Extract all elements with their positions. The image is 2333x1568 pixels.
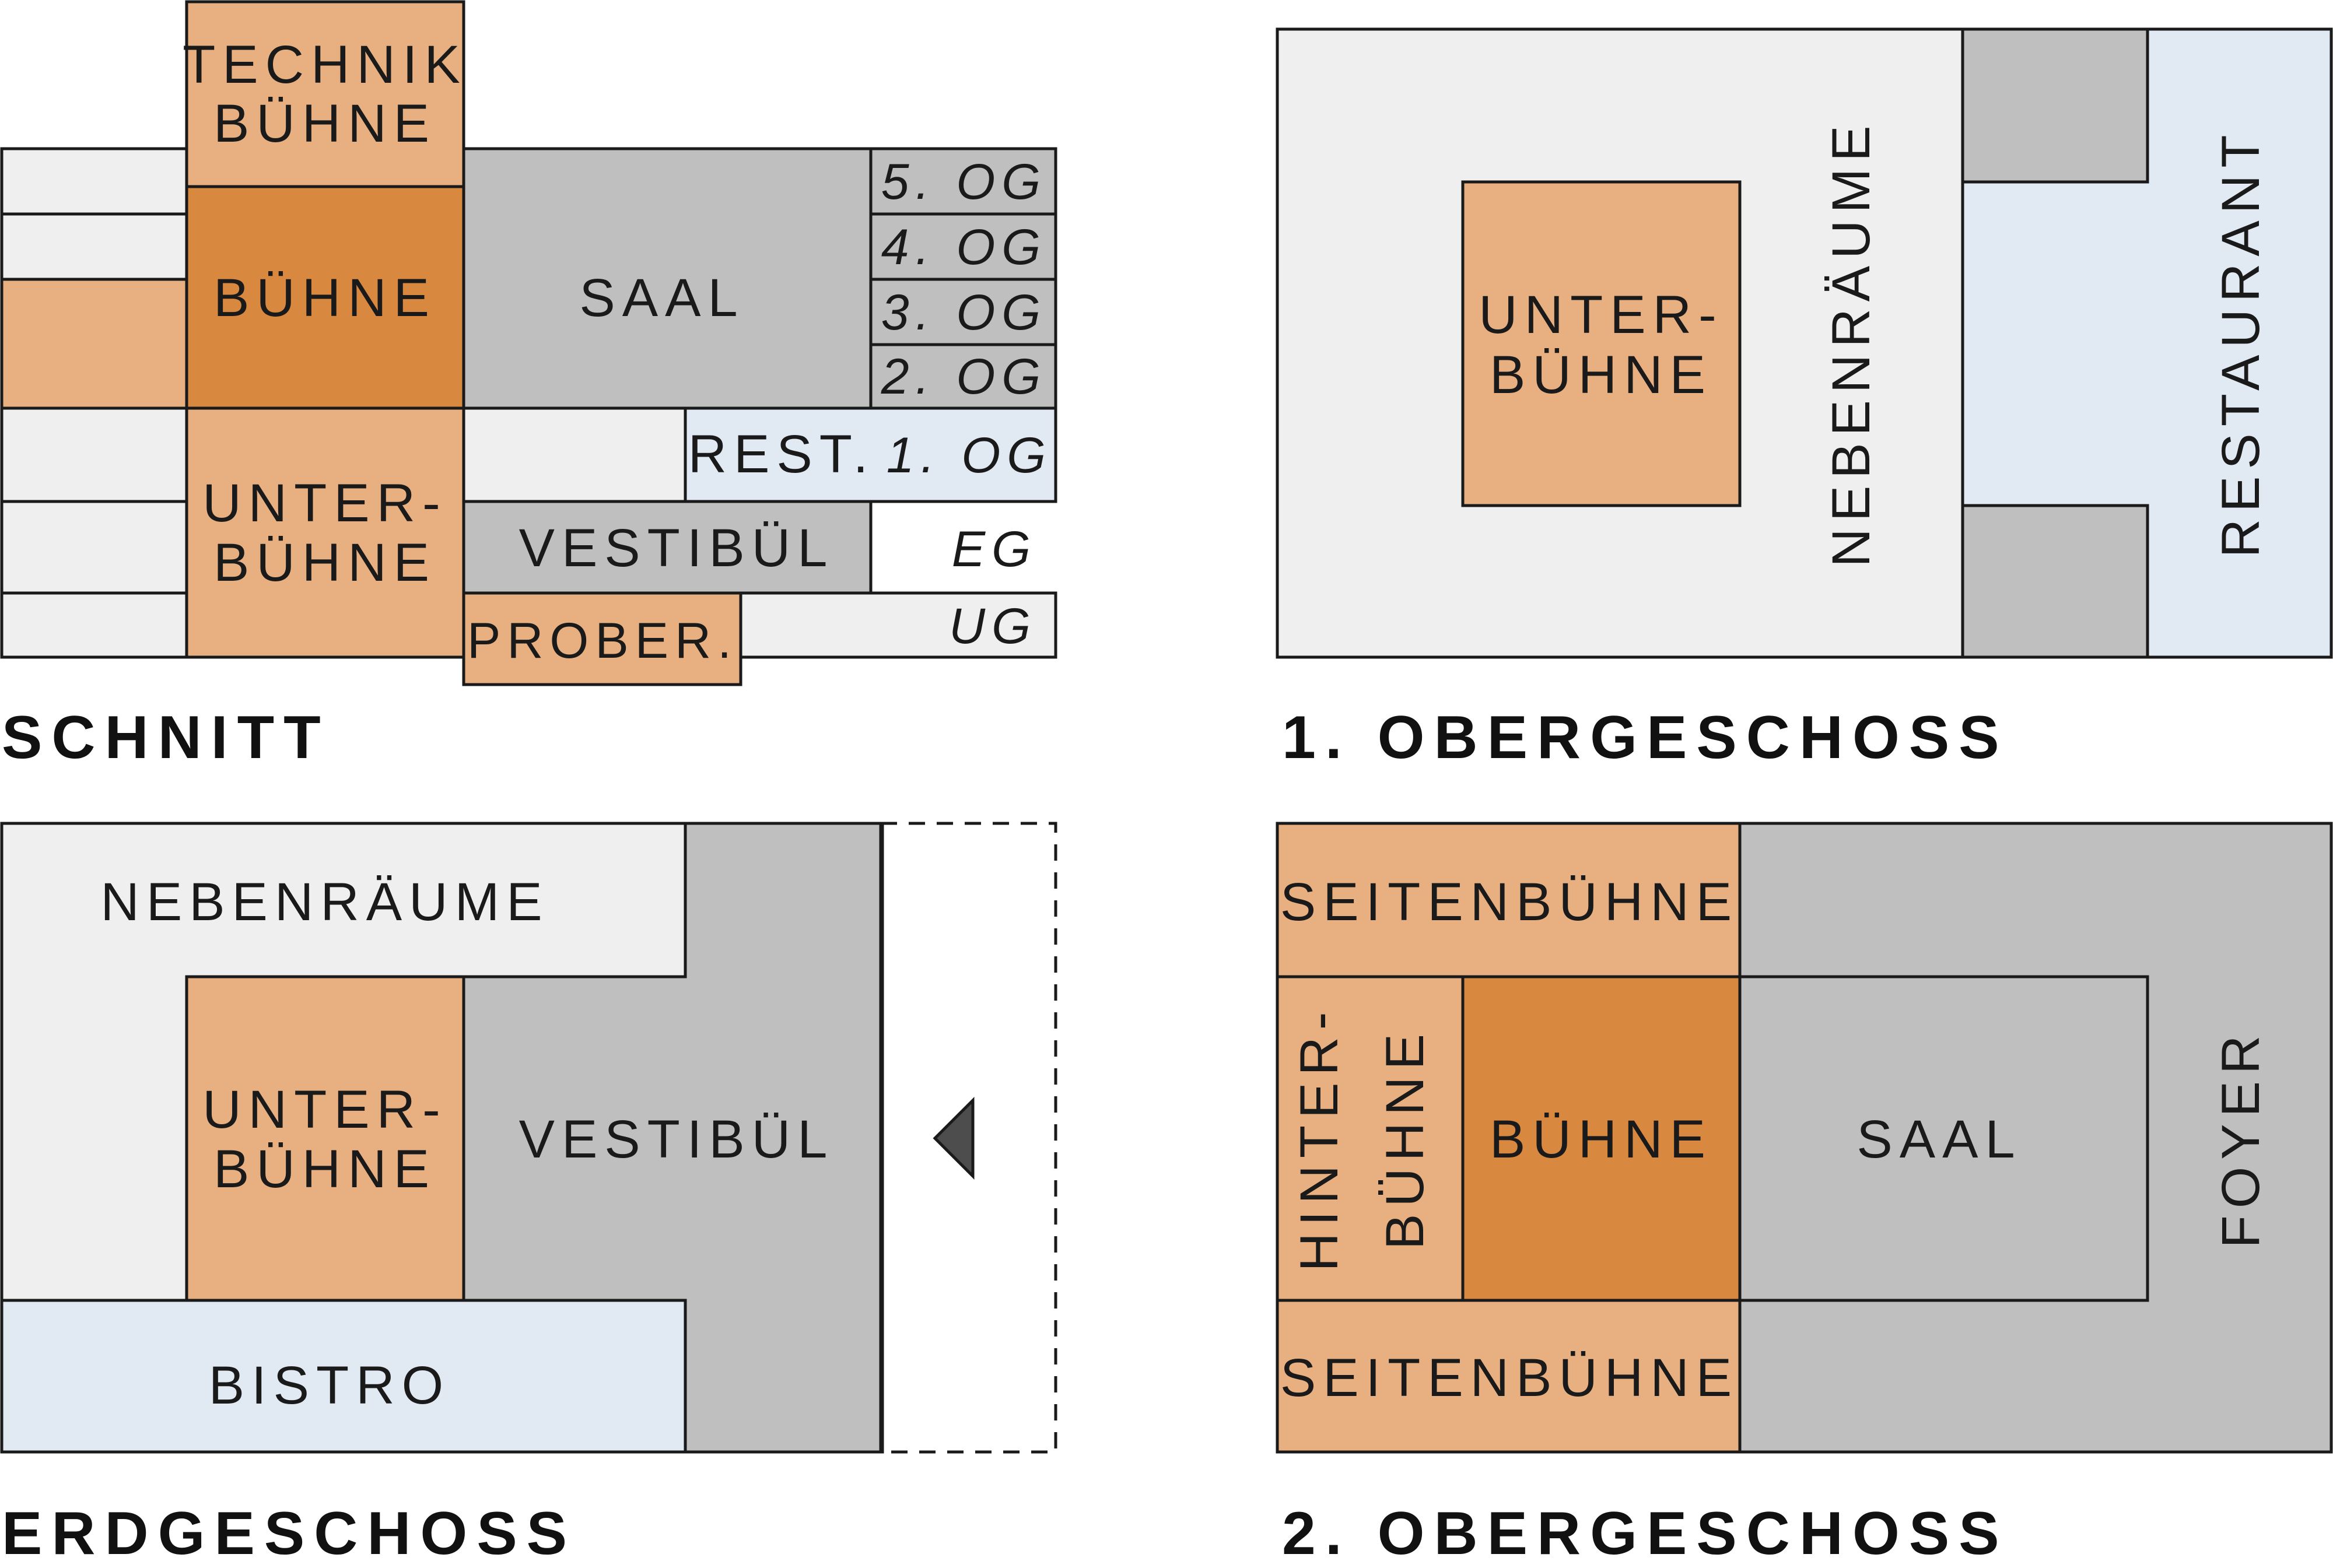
side-room-1 bbox=[0, 147, 188, 216]
eg-unterbuehne-label-1: UNTER- bbox=[202, 1080, 447, 1139]
og2-saal-label: SAAL bbox=[1856, 1110, 2022, 1169]
technik-label-2: BÜHNE bbox=[213, 94, 436, 153]
side-room-3 bbox=[0, 406, 188, 503]
og2-labels: SEITENBÜHNE HINTER- BÜHNE BÜHNE SAAL FOY… bbox=[1280, 872, 2271, 1408]
eg-unterbuehne-label-2: BÜHNE bbox=[213, 1139, 436, 1199]
technik-buehne-block bbox=[185, 0, 465, 188]
side-room-4 bbox=[0, 500, 188, 595]
og2-panel bbox=[1276, 822, 2333, 1454]
saal-block bbox=[462, 147, 873, 410]
vestibuel-label: VESTIBÜL bbox=[519, 518, 835, 578]
saal-label: SAAL bbox=[579, 268, 744, 328]
schnitt-labels: TECHNIK BÜHNE BÜHNE SAAL UNTER- BÜHNE RE… bbox=[183, 35, 1052, 669]
og1-gray-top bbox=[1961, 27, 2149, 184]
floor-1og-left bbox=[462, 406, 687, 503]
eg-entrance-outline bbox=[881, 822, 1057, 1454]
eg-bistro-label: BISTRO bbox=[209, 1356, 450, 1415]
floor-label-5og: 5. OG bbox=[881, 154, 1047, 210]
og2-seitenbuehne-top-label: SEITENBÜHNE bbox=[1280, 872, 1739, 932]
side-room-orange bbox=[0, 278, 188, 410]
floor-label-2og: 2. OG bbox=[881, 349, 1047, 405]
og2-buehne-label: BÜHNE bbox=[1490, 1110, 1712, 1169]
floor-label-1og: 1. OG bbox=[887, 427, 1052, 483]
unterbuehne-block bbox=[185, 406, 465, 659]
og2-seitenbuehne-bottom-label: SEITENBÜHNE bbox=[1280, 1348, 1739, 1408]
og2-saal-block bbox=[1738, 975, 2149, 1302]
floor-label-ug: UG bbox=[949, 598, 1037, 654]
vestibuel-block bbox=[462, 500, 873, 595]
eg-panel bbox=[0, 822, 1057, 1454]
unterbuehne-label-1: UNTER- bbox=[202, 473, 447, 533]
og1-gray-bottom bbox=[1961, 504, 2149, 659]
side-room-5 bbox=[0, 591, 188, 659]
og2-seitenbuehne-bottom-block bbox=[1276, 1299, 1742, 1454]
eg-nebenraeume-label: NEBENRÄUME bbox=[100, 872, 549, 932]
og2-buehne-block bbox=[1461, 975, 1742, 1302]
schnitt-panel bbox=[0, 0, 1057, 686]
og2-title: 2. OBERGESCHOSS bbox=[1282, 1500, 2009, 1567]
side-room-2 bbox=[0, 212, 188, 281]
og1-restaurant-area bbox=[1961, 27, 2333, 659]
eg-title: ERDGESCHOSS bbox=[2, 1500, 576, 1567]
og2-foyer-label: FOYER bbox=[2211, 1029, 2271, 1248]
buehne-block bbox=[185, 185, 465, 410]
technik-label-1: TECHNIK bbox=[183, 35, 467, 94]
og1-panel bbox=[1276, 27, 2333, 659]
eg-vestibuel-label: VESTIBÜL bbox=[519, 1110, 835, 1169]
og1-labels: UNTER- BÜHNE NEBENRÄUME RESTAURANT bbox=[1479, 118, 2271, 567]
og1-unterbuehne-block bbox=[1461, 180, 1742, 507]
og1-unterbuehne-label-2: BÜHNE bbox=[1490, 345, 1712, 405]
rest-label: REST. bbox=[688, 425, 875, 484]
og1-restaurant-label: RESTAURANT bbox=[2211, 128, 2271, 558]
floor-label-3og: 3. OG bbox=[881, 285, 1047, 341]
floor-label-eg: EG bbox=[952, 521, 1037, 577]
eg-bistro-block bbox=[0, 1299, 687, 1454]
triangle-left-icon bbox=[933, 1096, 975, 1180]
floor-4og bbox=[869, 212, 1057, 281]
prober-block bbox=[462, 591, 742, 686]
og1-unterbuehne-label-1: UNTER- bbox=[1479, 285, 1724, 345]
og1-title: 1. OBERGESCHOSS bbox=[1282, 704, 2009, 771]
og2-hinterbuehne-label-2: BÜHNE bbox=[1375, 1027, 1435, 1250]
eg-unterbuehne-block bbox=[185, 975, 465, 1302]
prober-label: PROBER. bbox=[467, 613, 738, 669]
eg-labels: NEBENRÄUME UNTER- BÜHNE VESTIBÜL BISTRO bbox=[100, 872, 835, 1415]
og1-nebenraeume-label: NEBENRÄUME bbox=[1821, 118, 1881, 567]
og2-hinterbuehne-block bbox=[1276, 975, 1465, 1302]
og2-hinterbuehne-label-1: HINTER- bbox=[1290, 1005, 1349, 1271]
unterbuehne-label-2: BÜHNE bbox=[213, 533, 436, 592]
buehne-label: BÜHNE bbox=[213, 268, 436, 328]
floor-label-4og: 4. OG bbox=[881, 219, 1047, 275]
floor-2og bbox=[869, 343, 1057, 410]
schnitt-title: SCHNITT bbox=[2, 704, 330, 771]
